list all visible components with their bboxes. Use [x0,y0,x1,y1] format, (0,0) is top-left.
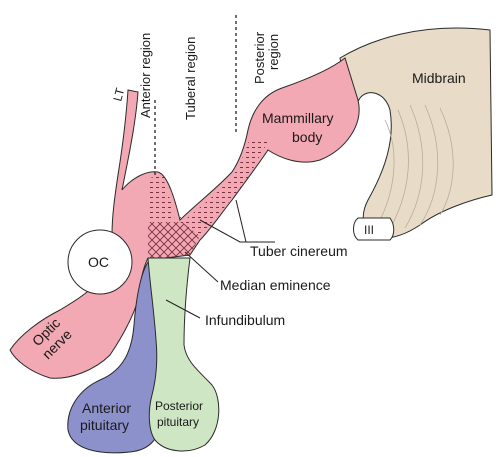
posterior-region-label-1: Posterior [252,31,267,84]
median-eminence-patch [148,222,200,258]
anterior-pituitary-shape [67,261,163,454]
midbrain-shape [339,27,493,239]
tuber-cinereum-left [150,175,175,222]
tuber-cinereum-label: Tuber cinereum [250,243,348,259]
posterior-pituitary-label-2: pituitary [157,415,199,429]
callout-lines [165,199,275,319]
median-eminence-label: Median eminence [220,277,331,293]
midbrain-fibers [379,104,454,229]
anterior-pituitary-label-2: pituitary [80,417,129,433]
mammillary-body-label-1: Mammillary [262,110,334,126]
posterior-pituitary-label-1: Posterior [155,399,203,413]
posterior-region-label-2: region [266,34,281,70]
anterior-region-label: Anterior region [138,33,153,118]
tuber-cinereum-patch [158,138,268,236]
posterior-pituitary-shape [147,257,220,452]
oculomotor-nerve-shape [353,217,395,241]
anterior-pituitary-label-1: Anterior [82,400,131,416]
oc-label: OC [88,254,109,270]
cranial-nerve-iii-label: III [364,223,374,237]
optic-chiasm-shape [67,229,133,295]
infundibulum-label: Infundibulum [205,312,285,328]
midbrain-label: Midbrain [412,70,466,86]
mammillary-body-label-2: body [292,129,322,145]
lt-label: LT [110,86,127,103]
tuberal-region-label: Tuberal region [183,37,198,120]
